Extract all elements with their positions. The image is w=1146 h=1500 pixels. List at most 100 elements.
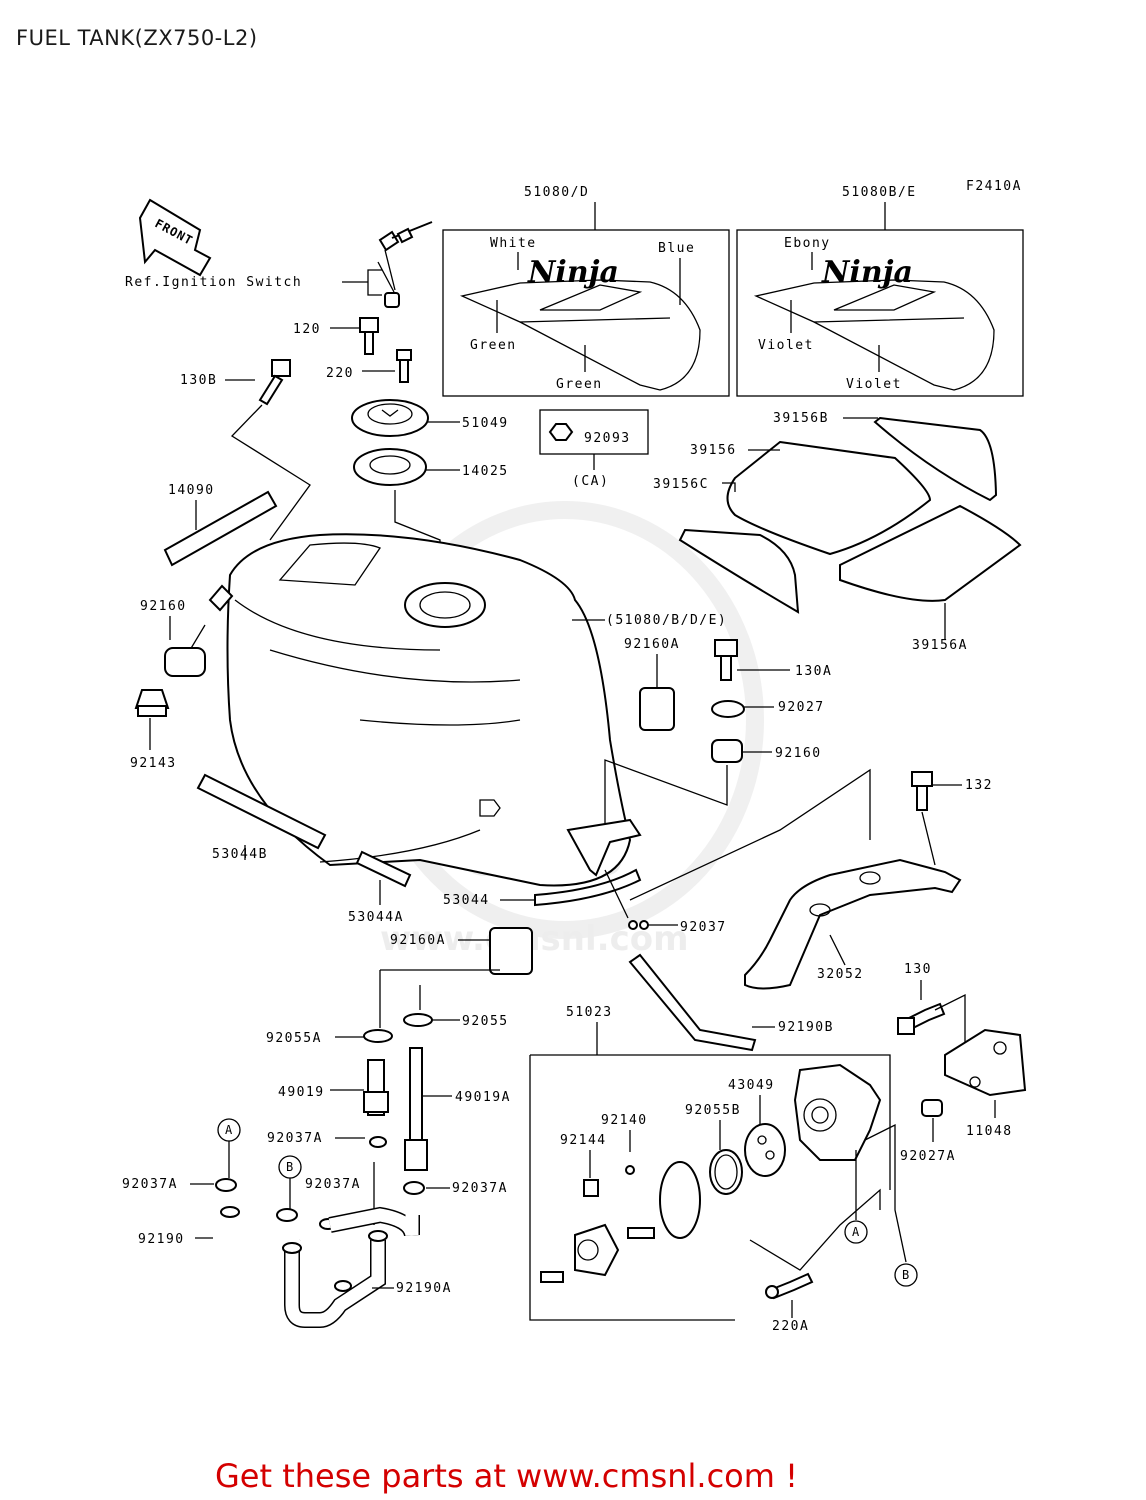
ball-92140-icon <box>625 1165 635 1175</box>
ref-marker-a-2: A <box>844 1220 868 1244</box>
fuel-cap-51049-icon <box>351 399 429 437</box>
part-label-92143: 92143 <box>130 756 177 771</box>
collar-92027A-icon <box>921 1099 943 1117</box>
clamp-92037A-4-icon <box>276 1208 352 1292</box>
knee-pads: 39156B 39156 39156C 39156A <box>653 411 1022 653</box>
part-label-14090: 14090 <box>168 483 215 498</box>
part-label-51080B-E: 51080B/E <box>842 185 917 200</box>
part-label-49019A: 49019A <box>455 1090 511 1105</box>
bracket-32052-icon <box>744 858 962 990</box>
decal-color-violet-2: Violet <box>846 377 902 392</box>
svg-text:B: B <box>902 1268 909 1282</box>
part-label-92160-right: 92160 <box>775 746 822 761</box>
part-label-92140: 92140 <box>601 1113 648 1128</box>
cap-ring-14025-icon <box>353 448 427 486</box>
part-label-53044B: 53044B <box>212 847 268 862</box>
footer-promo-text: Get these parts at www.cmsnl.com ! <box>215 1457 798 1495</box>
svg-text:A: A <box>225 1123 233 1137</box>
part-label-220: 220 <box>326 366 354 381</box>
screw-220-icon <box>396 349 412 383</box>
grommet-92160-icon <box>164 647 206 677</box>
decal-color-green: Green <box>470 338 517 353</box>
pipe-49019-icon <box>363 1059 389 1116</box>
part-label-92037: 92037 <box>680 920 727 935</box>
part-label-92093: 92093 <box>584 431 631 446</box>
front-arrow-icon: FRONT <box>138 198 212 277</box>
part-label-92037A-1: 92037A <box>267 1131 323 1146</box>
seal-53044-icon <box>534 868 642 907</box>
part-label-92190A: 92190A <box>396 1281 452 1296</box>
bracket-11048-icon <box>944 1028 1027 1097</box>
part-label-CA: (CA) <box>572 474 609 489</box>
hose-92190-icon <box>214 1206 304 1296</box>
part-label-92144: 92144 <box>560 1133 607 1148</box>
clamp-92037A-2-icon <box>215 1178 237 1192</box>
fuel-tank-body <box>208 533 632 887</box>
part-label-132: 132 <box>965 778 993 793</box>
screw-220A-icon <box>765 1272 814 1300</box>
decal-color-blue: Blue <box>658 241 695 256</box>
part-label-92027: 92027 <box>778 700 825 715</box>
svg-text:A: A <box>852 1225 860 1239</box>
part-label-92160A-lower: 92160A <box>390 933 446 948</box>
part-label-120: 120 <box>293 322 321 337</box>
part-label-130B: 130B <box>180 373 217 388</box>
decal-color-green-2: Green <box>556 377 603 392</box>
decal-color-white: White <box>490 236 537 251</box>
lever-icon <box>574 1223 620 1277</box>
part-label-92027A: 92027A <box>900 1149 956 1164</box>
ref-ignition-switch-label: Ref.Ignition Switch <box>125 275 302 290</box>
seal-53044A-icon <box>355 850 412 888</box>
part-label-43049: 43049 <box>728 1078 775 1093</box>
petcock-body-icon <box>793 1063 882 1161</box>
part-label-39156B: 39156B <box>773 411 829 426</box>
part-label-92190: 92190 <box>138 1232 185 1247</box>
decal-logo-2: Ninja <box>821 255 913 290</box>
part-label-92037A-3: 92037A <box>305 1177 361 1192</box>
part-label-92190B: 92190B <box>778 1020 834 1035</box>
ignition-key-icon <box>377 221 433 308</box>
o-ring-92055B-icon <box>709 1149 743 1195</box>
decal-51080B-E: 51080B/E Ninja Ebony Violet Violet <box>736 185 1024 397</box>
grommet-92160-right-icon <box>711 739 743 763</box>
part-label-51080-D: 51080/D <box>524 185 589 200</box>
part-label-92037A-4: 92037A <box>452 1181 508 1196</box>
strip-14090-icon <box>163 490 278 567</box>
decal-51080-D: 51080/D Ninja White Blue Green Green <box>442 185 730 397</box>
ref-marker-b: B <box>278 1155 302 1179</box>
grommet-92143-icon <box>134 689 170 717</box>
part-label-130: 130 <box>904 962 932 977</box>
hose-92190A-icon <box>282 1206 420 1328</box>
part-label-39156: 39156 <box>690 443 737 458</box>
part-label-49019: 49019 <box>278 1085 325 1100</box>
part-label-51080-B-D-E: (51080/B/D/E) <box>606 613 727 628</box>
bolt-132-icon <box>911 771 933 811</box>
clamp-92037A-icon <box>369 1136 387 1148</box>
o-ring-92055-icon <box>403 1013 433 1027</box>
svg-text:B: B <box>286 1160 293 1174</box>
decal-color-ebony: Ebony <box>784 236 831 251</box>
tank-outlet-icon <box>566 818 642 877</box>
mount-92160A-icon <box>639 687 675 731</box>
clamp-92037A-3-icon <box>403 1181 425 1195</box>
bolt-130-icon <box>897 1002 946 1035</box>
part-box-92093: 92093 (CA) <box>539 409 649 489</box>
bolt-130A-icon <box>714 639 738 681</box>
washer-92027-icon <box>711 700 745 718</box>
decal-logo: Ninja <box>527 255 619 290</box>
part-label-51023: 51023 <box>566 1005 613 1020</box>
part-label-32052: 32052 <box>817 967 864 982</box>
seal-53044B-icon <box>196 773 327 850</box>
gasket-43049-icon <box>744 1123 786 1177</box>
hose-92190B-icon <box>628 953 757 1052</box>
part-label-39156C: 39156C <box>653 477 709 492</box>
part-label-92055A: 92055A <box>266 1031 322 1046</box>
o-ring-92055A-icon <box>363 1029 393 1043</box>
part-label-53044A: 53044A <box>348 910 404 925</box>
ref-marker-b-2: B <box>894 1263 918 1287</box>
part-label-11048: 11048 <box>966 1124 1013 1139</box>
part-label-92055B: 92055B <box>685 1103 741 1118</box>
part-label-92055: 92055 <box>462 1014 509 1029</box>
part-label-39156A: 39156A <box>912 638 968 653</box>
